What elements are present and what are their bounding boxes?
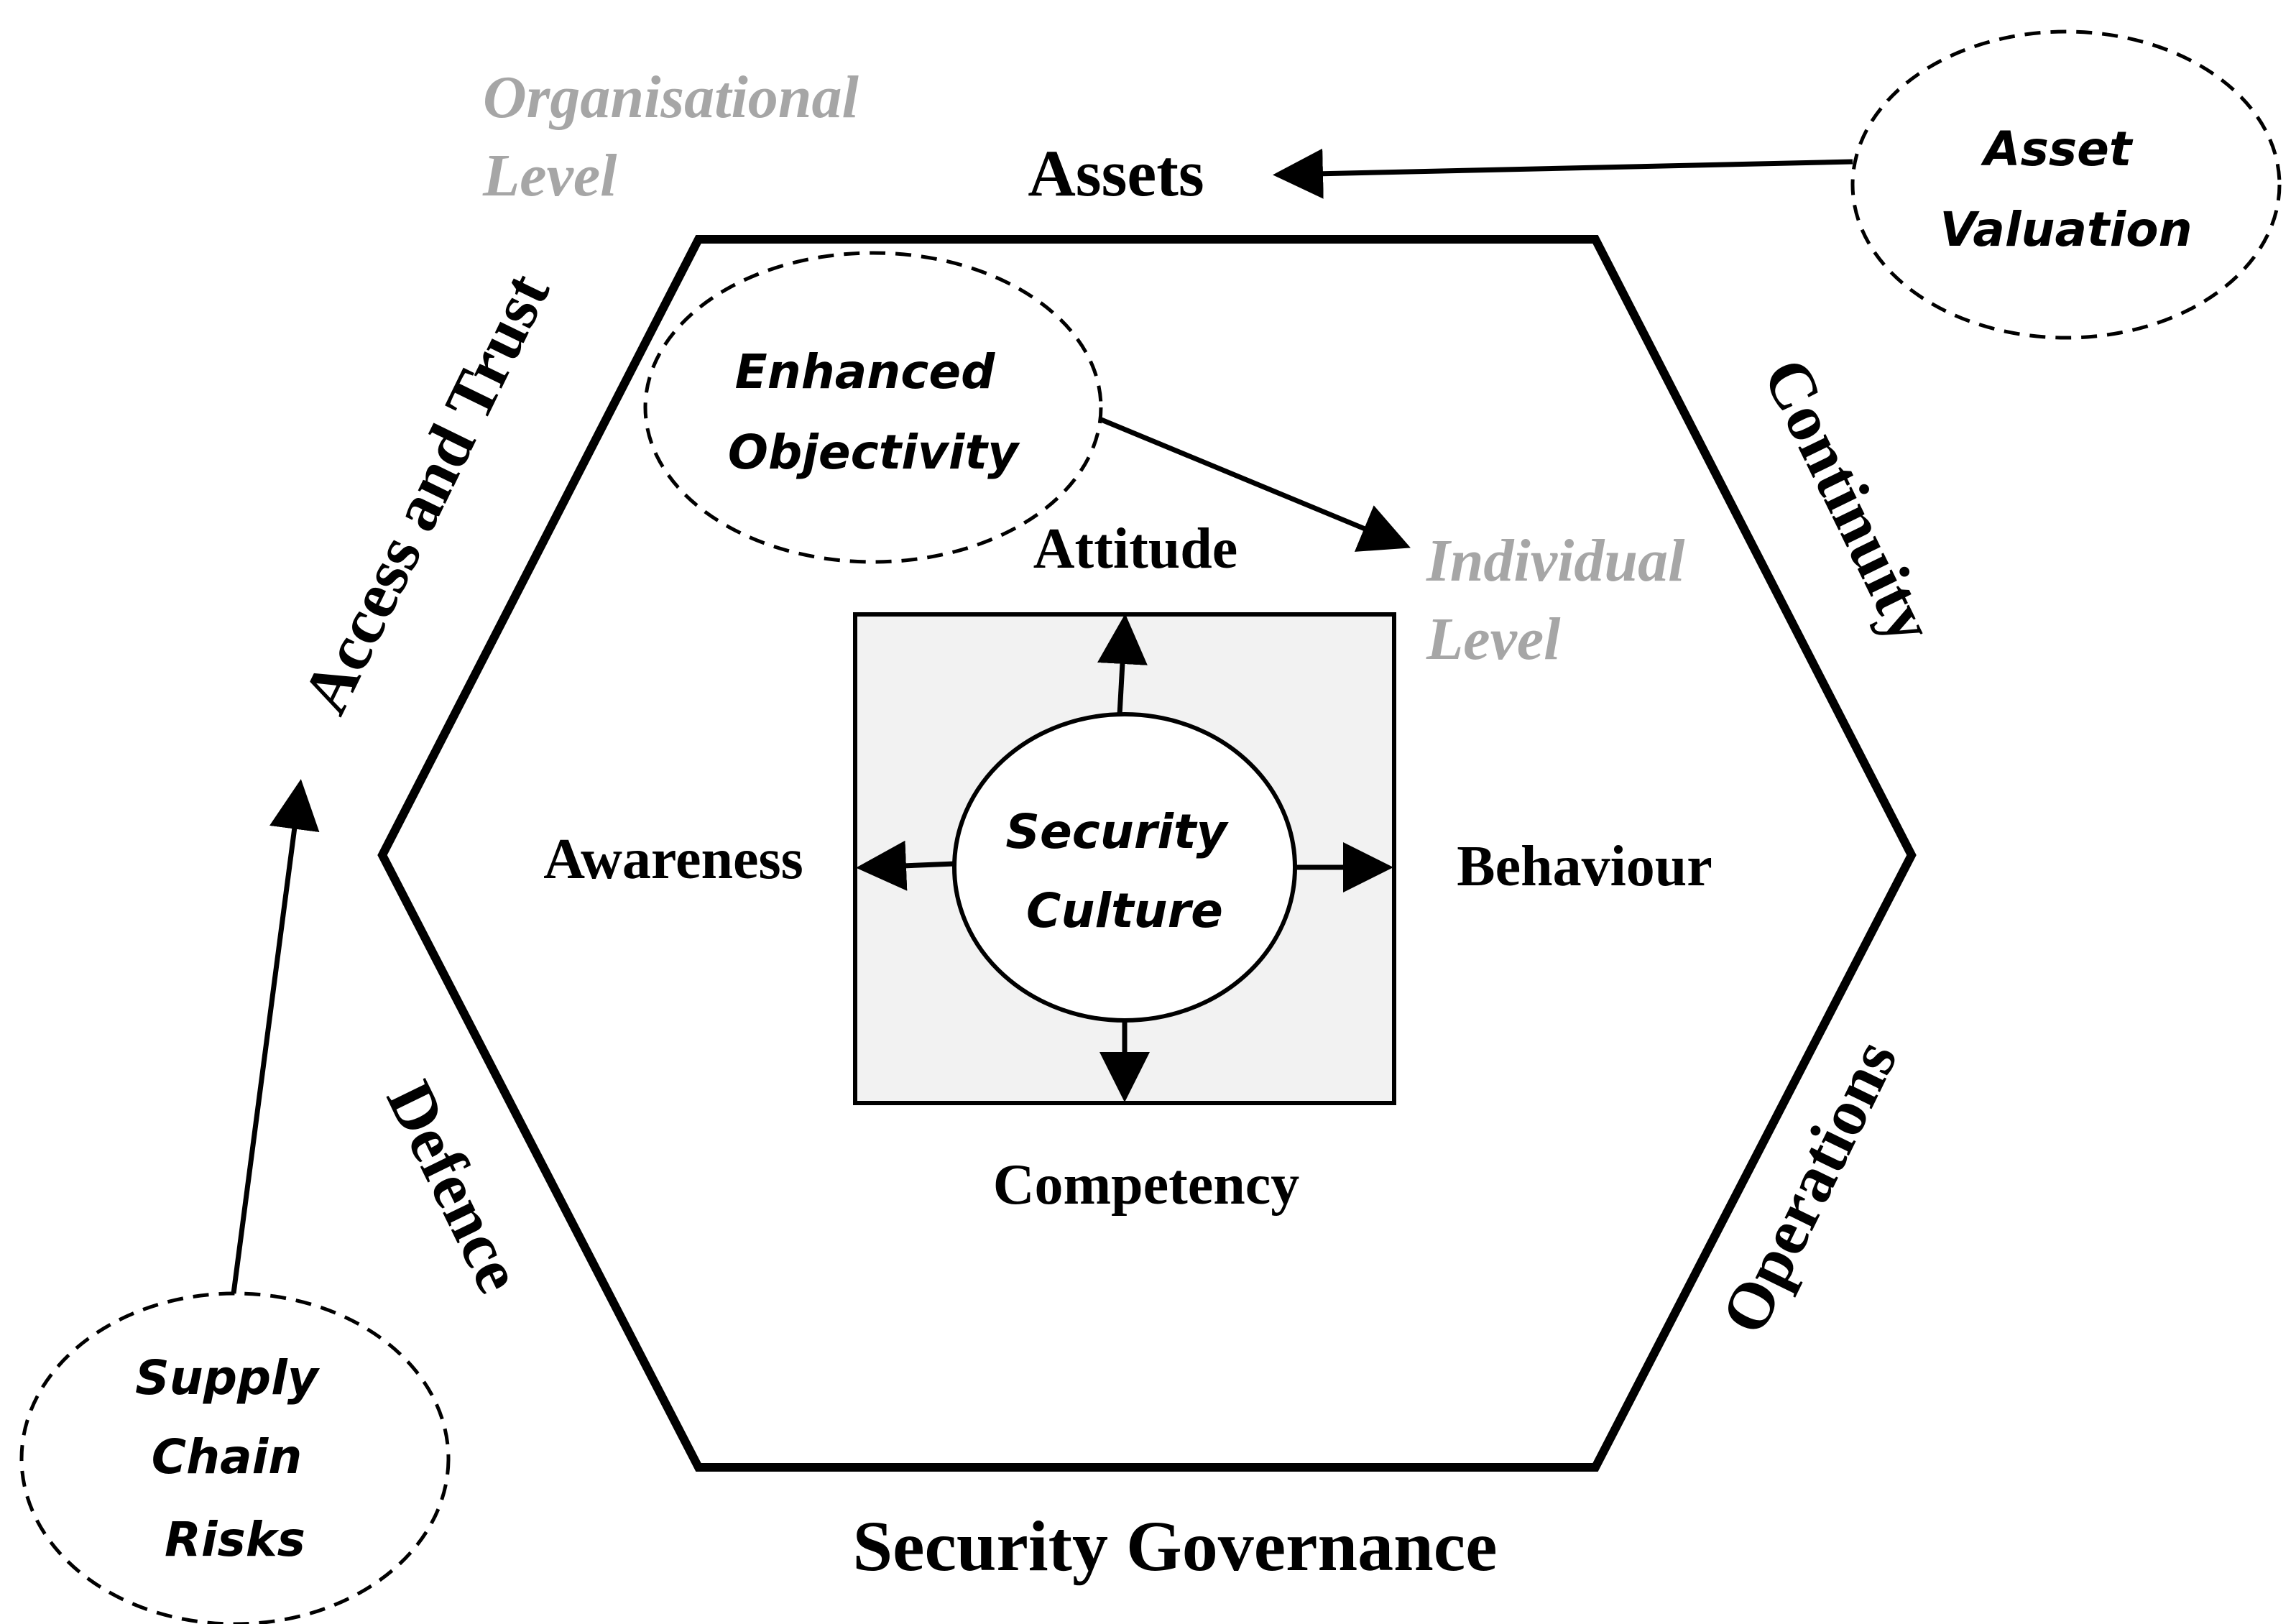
security-culture-line2: Culture (1026, 883, 1223, 938)
label-security-governance: Security Governance (852, 1506, 1497, 1586)
enhanced-objectivity-label: Enhanced Objectivity (728, 344, 1020, 480)
supply-chain-risks-line1: Supply (135, 1350, 321, 1406)
individual-level-label: Individual Level (1426, 527, 1700, 673)
organisational-level-line2: Level (482, 142, 617, 209)
organisational-level-label: Organisational Level (482, 64, 874, 209)
asset-valuation-label: Asset Valuation (1940, 121, 2192, 257)
supply-chain-risks-line3: Risks (165, 1512, 305, 1567)
arrow-enhanced-objectivity-to-individual-level (1098, 416, 1411, 552)
security-culture-circle (952, 712, 1297, 1023)
individual-level-line1: Individual (1426, 527, 1685, 594)
individual-level-line2: Level (1426, 606, 1561, 673)
arrow-supply-chain-to-access-trust (231, 779, 320, 1294)
arrow-to-awareness (856, 840, 955, 891)
label-assets: Assets (1028, 137, 1204, 210)
arrow-asset-valuation-to-assets (1273, 148, 1853, 199)
label-awareness: Awareness (543, 828, 803, 891)
asset-valuation-line1: Asset (1981, 121, 2134, 177)
enhanced-objectivity-line1: Enhanced (735, 344, 995, 400)
arrow-to-attitude (1097, 614, 1148, 716)
label-continuity: Continuity (1749, 347, 1949, 653)
security-culture-label: Security Culture (1005, 804, 1243, 938)
supply-chain-risks-label: Supply Chain Risks (135, 1350, 335, 1567)
enhanced-objectivity-line2: Objectivity (728, 425, 1020, 480)
supply-chain-risks-line2: Chain (152, 1429, 303, 1485)
label-access-and-trust: Access and Trust (287, 262, 563, 724)
organisational-level-line1: Organisational (483, 64, 859, 131)
supply-chain-risks-ellipse (19, 1291, 451, 1624)
label-attitude: Attitude (1033, 517, 1237, 581)
security-culture-line1: Security (1005, 804, 1229, 859)
asset-valuation-ellipse (1850, 29, 2282, 340)
asset-valuation-line2: Valuation (1940, 202, 2192, 257)
label-competency: Competency (993, 1153, 1300, 1217)
hexagon-outline (377, 235, 1917, 1472)
enhanced-objectivity-ellipse (643, 251, 1103, 564)
label-behaviour: Behaviour (1457, 835, 1712, 898)
